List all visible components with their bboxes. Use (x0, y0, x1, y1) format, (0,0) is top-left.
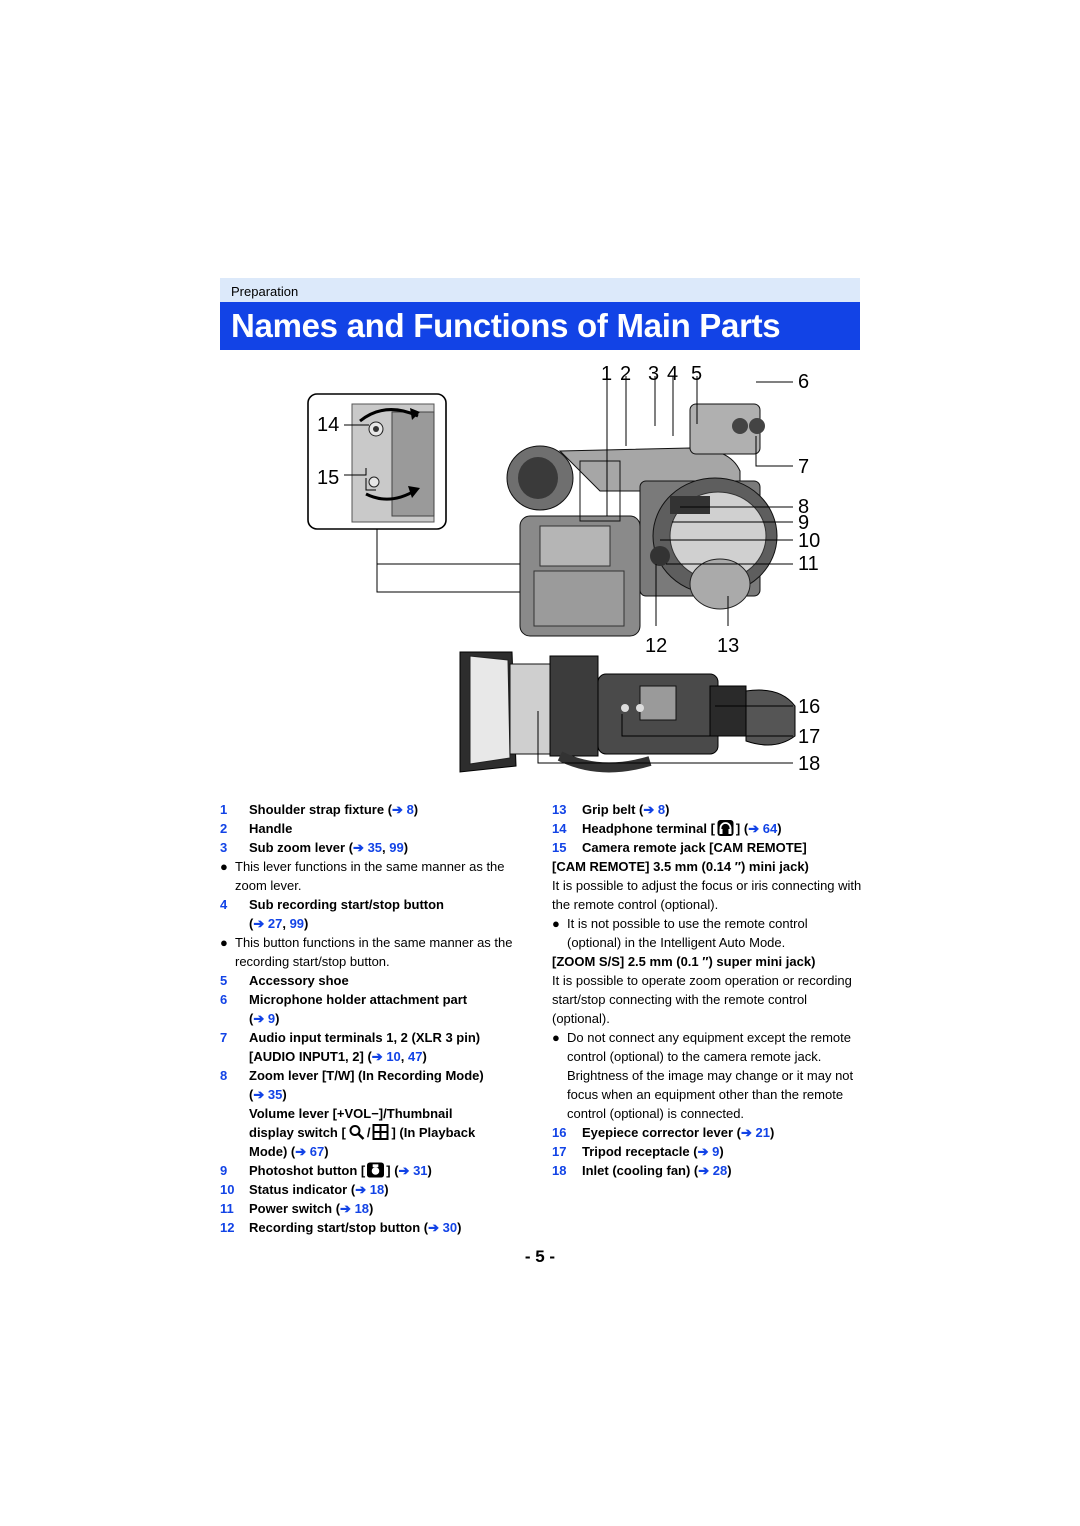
list-item: 14 Headphone terminal [] (➔ 64) (552, 820, 782, 836)
arrow-icon: ➔ (398, 1163, 410, 1178)
magnify-icon (349, 1125, 365, 1140)
page-ref-link[interactable]: 99 (289, 916, 305, 931)
bullet-icon: ● (220, 935, 228, 950)
arrow-icon: ➔ (748, 821, 760, 836)
page-ref-link[interactable]: 35 (367, 840, 383, 855)
arrow-icon: ➔ (740, 1125, 752, 1140)
arrow-icon: ➔ (371, 1049, 383, 1064)
page-ref-link[interactable]: 35 (267, 1087, 283, 1102)
arrow-icon: ➔ (355, 1182, 367, 1197)
arrow-icon: ➔ (353, 840, 364, 855)
callout-8: 8 (798, 496, 809, 518)
arrow-icon: ➔ (253, 916, 265, 931)
list-item: 3 Sub zoom lever (➔ 35, 99) (220, 840, 409, 855)
bullet-icon: ● (220, 859, 228, 874)
page-ref-link[interactable]: 64 (762, 821, 778, 836)
camera-icon (367, 1162, 385, 1178)
callout-10: 10 (798, 530, 820, 552)
list-item: 9 Photoshot button [] (➔ 31) (220, 1162, 432, 1178)
list-item: 11 Power switch (➔ 18) (220, 1201, 374, 1216)
callout-17: 17 (798, 726, 820, 748)
arrow-icon: ➔ (643, 802, 655, 817)
callout-14: 14 (317, 414, 339, 436)
page-ref-link[interactable]: 8 (406, 802, 414, 817)
callout-2: 2 (620, 363, 631, 385)
bullet-icon: ● (552, 1030, 560, 1045)
arrow-icon: ➔ (697, 1144, 709, 1159)
page-ref-link[interactable]: 18 (369, 1182, 385, 1197)
page-ref-link[interactable]: 47 (408, 1049, 423, 1064)
page-title: Names and Functions of Main Parts (231, 307, 781, 344)
arrow-icon: ➔ (428, 1220, 440, 1235)
page-ref-link[interactable]: 67 (309, 1144, 325, 1159)
list-item: 10 Status indicator (➔ 18) (220, 1182, 389, 1197)
page-ref-link[interactable]: 27 (267, 916, 283, 931)
callout-4: 4 (667, 363, 678, 385)
bullet-icon: ● (552, 916, 560, 931)
note: ●It is not possible to use the remote co… (552, 916, 808, 950)
callout-7: 7 (798, 456, 809, 478)
headphone-icon (717, 820, 734, 836)
note: ●This lever functions in the same manner… (220, 859, 505, 893)
list-item: 12 Recording start/stop button (➔ 30) (220, 1220, 462, 1235)
note: ●This button functions in the same manne… (220, 935, 513, 969)
callout-3: 3 (648, 363, 659, 385)
page-ref-link[interactable]: 9 (267, 1011, 276, 1026)
page-ref-link[interactable]: 8 (657, 802, 666, 817)
arrow-icon: ➔ (253, 1087, 265, 1102)
section-label: Preparation (231, 284, 299, 299)
list-item: 1 Shoulder strap fixture (➔ 8) (220, 802, 419, 817)
callout-11: 11 (798, 553, 819, 575)
page-ref-link[interactable]: 10 (386, 1049, 401, 1064)
thumbnail-grid-icon (372, 1124, 389, 1140)
page-ref-link[interactable]: 31 (413, 1163, 428, 1178)
page-number: - 5 - (524, 1247, 556, 1266)
page-ref-link[interactable]: 21 (755, 1125, 770, 1140)
parts-list-right: 13 Grip belt (➔ 8) 14 Headphone terminal… (552, 802, 862, 1178)
page-ref-link[interactable]: 9 (712, 1144, 720, 1159)
note: ●Do not connect any equipment except the… (552, 1030, 854, 1121)
list-item: 13 Grip belt (➔ 8) (552, 802, 670, 817)
callout-18: 18 (798, 753, 820, 775)
callout-1: 1 (601, 363, 612, 385)
arrow-icon: ➔ (698, 1163, 710, 1178)
arrow-icon: ➔ (253, 1011, 265, 1026)
list-item: 18 Inlet (cooling fan) (➔ 28) (552, 1163, 732, 1178)
page-ref-link[interactable]: 28 (712, 1163, 728, 1178)
page-ref-link[interactable]: 99 (389, 840, 404, 855)
arrow-icon: ➔ (392, 802, 403, 817)
callout-5: 5 (691, 363, 702, 385)
callout-6: 6 (798, 371, 809, 393)
list-item: 16 Eyepiece corrector lever (➔ 21) (552, 1125, 775, 1140)
list-item: 17 Tripod receptacle (➔ 9) (552, 1144, 724, 1159)
callout-15: 15 (317, 467, 339, 489)
camera-figure: 1 2 3 4 5 6 7 8 9 10 11 12 13 14 15 16 1… (307, 363, 820, 775)
page-ref-link[interactable]: 30 (442, 1220, 458, 1235)
callout-12: 12 (645, 635, 667, 657)
arrow-icon: ➔ (340, 1201, 351, 1216)
arrow-icon: ➔ (295, 1144, 307, 1159)
callout-13: 13 (717, 635, 739, 657)
callout-16: 16 (798, 696, 820, 718)
title-bar: Names and Functions of Main Parts (220, 302, 860, 350)
section-bar: Preparation (220, 278, 860, 302)
page-ref-link[interactable]: 18 (354, 1201, 370, 1216)
callout-9: 9 (798, 512, 809, 534)
